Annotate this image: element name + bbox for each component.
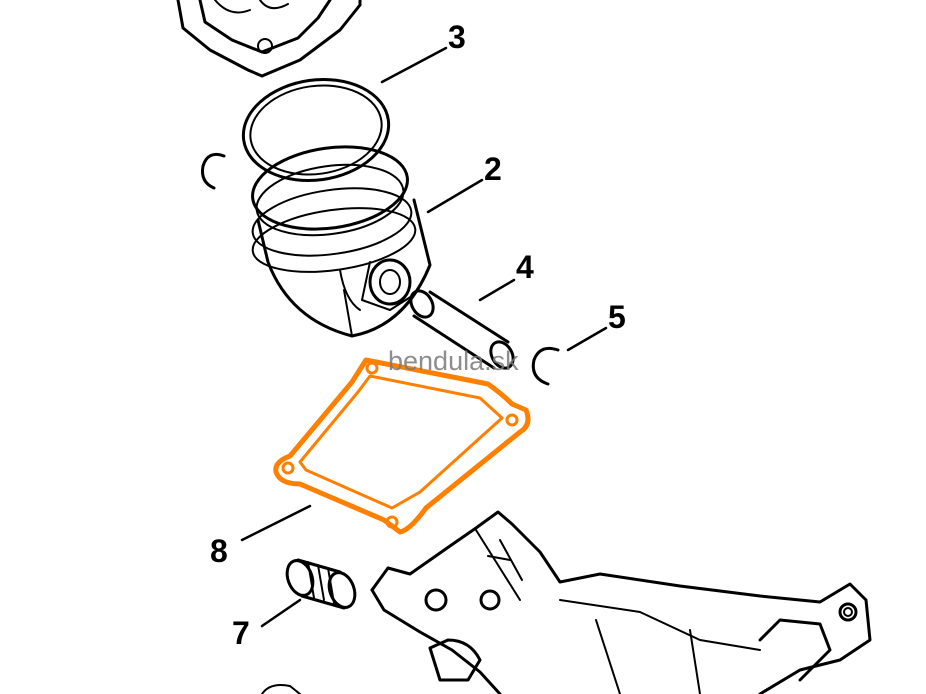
part-number-8: 8 [210, 533, 228, 569]
part-number-7: 7 [232, 615, 250, 651]
leader-2 [426, 178, 484, 214]
piston-rings-drawing [241, 77, 391, 183]
watermark-text: bendula.sk [388, 346, 519, 376]
leader-8 [240, 504, 312, 542]
part-number-5: 5 [608, 299, 626, 335]
gasket-drawing [273, 357, 531, 535]
leader-3 [380, 46, 448, 84]
leader-4 [478, 278, 516, 302]
leader-lines [240, 46, 608, 628]
snap-ring-right-drawing [531, 346, 560, 386]
crankcase-drawing [261, 510, 872, 694]
leader-7 [260, 598, 302, 628]
piston-drawing [251, 145, 432, 338]
leader-5 [566, 326, 608, 352]
part-number-3: 3 [448, 19, 466, 55]
cylinder-drawing [176, 0, 362, 78]
part-number-2: 2 [484, 151, 502, 187]
part-number-4: 4 [516, 249, 534, 285]
needle-cage-drawing [285, 558, 357, 610]
snap-ring-left-drawing [201, 152, 226, 190]
piston-pin-drawing [409, 289, 515, 370]
